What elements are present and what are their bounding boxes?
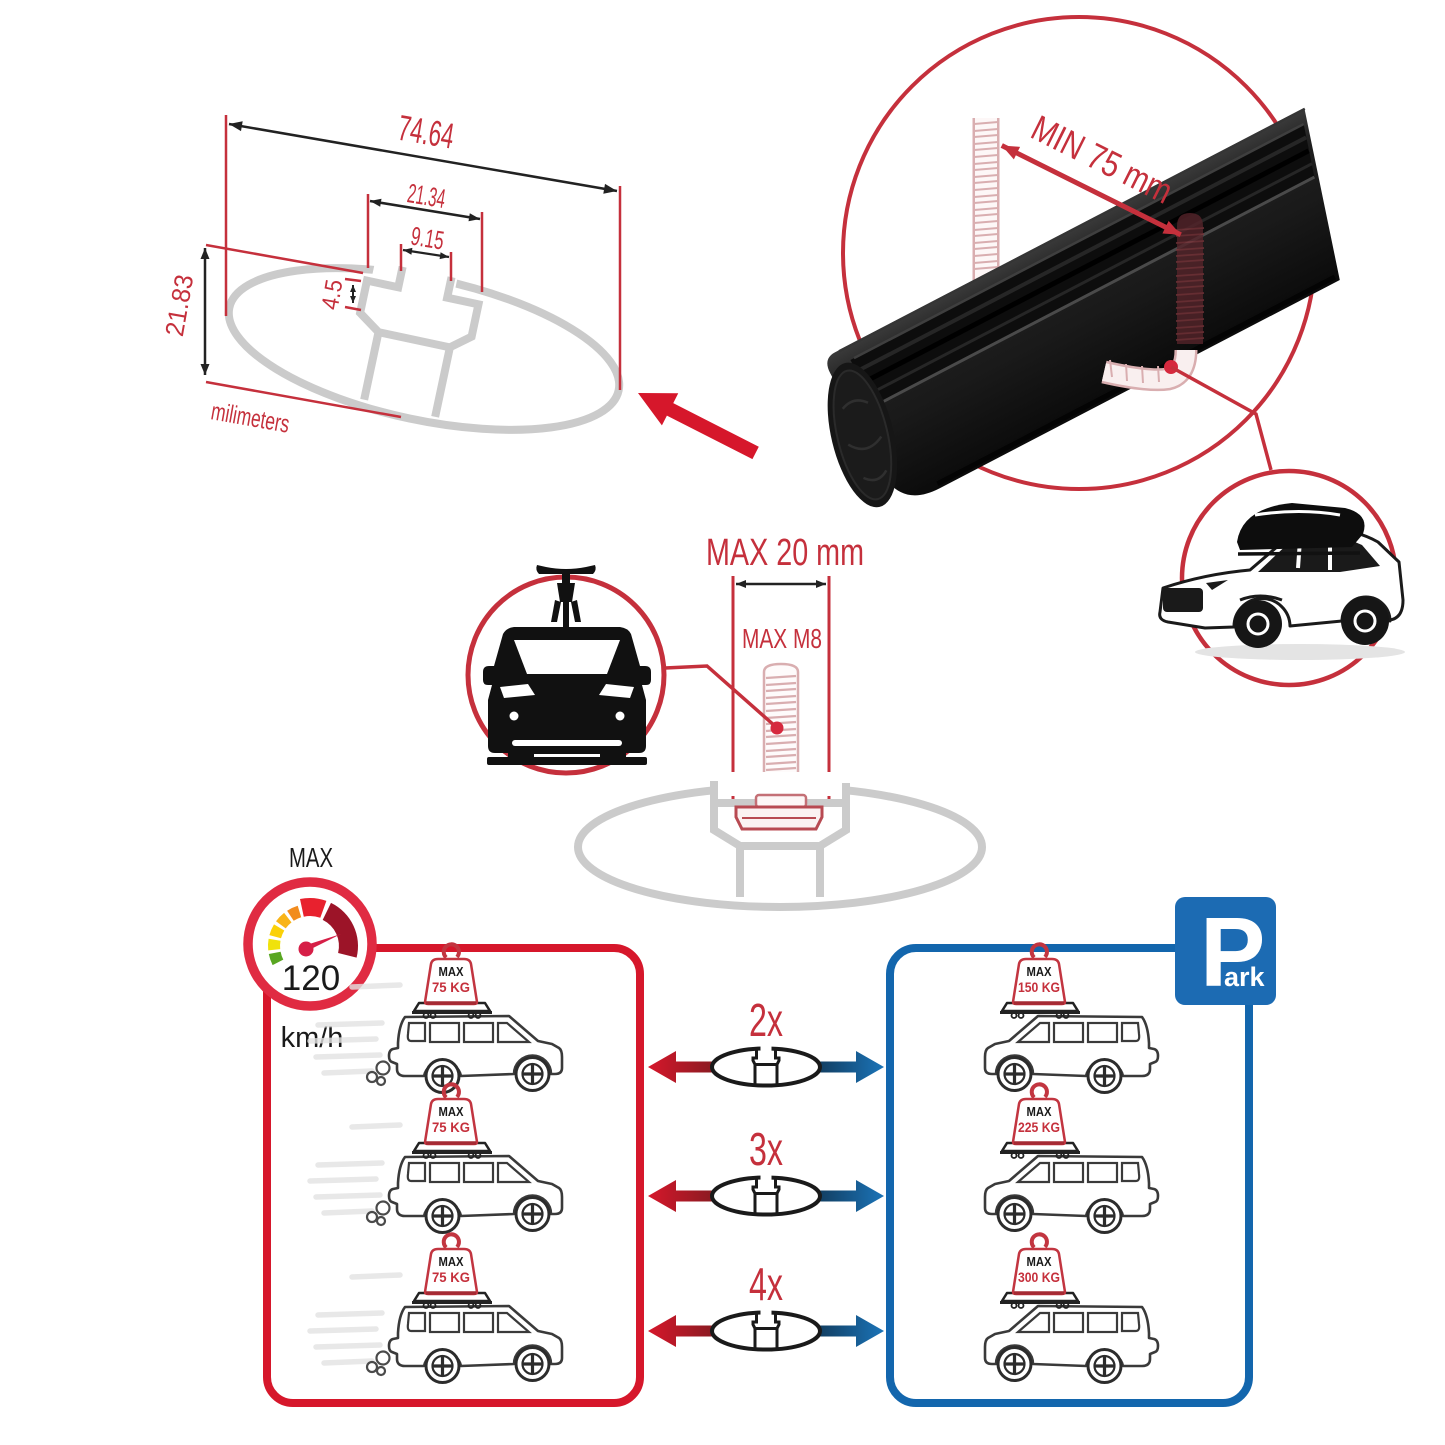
svg-text:75 KG: 75 KG xyxy=(432,979,470,995)
svg-text:4x: 4x xyxy=(749,1258,783,1310)
svg-text:MAX: MAX xyxy=(1027,1105,1053,1119)
svg-text:MAX: MAX xyxy=(1027,1255,1053,1269)
svg-text:MAX M8: MAX M8 xyxy=(742,623,822,654)
svg-text:MAX 20 mm: MAX 20 mm xyxy=(706,532,864,574)
svg-text:4.5: 4.5 xyxy=(317,278,349,312)
svg-text:21.34: 21.34 xyxy=(405,178,447,214)
svg-text:300 KG: 300 KG xyxy=(1018,1269,1060,1285)
svg-text:225 KG: 225 KG xyxy=(1018,1119,1060,1135)
svg-text:74.64: 74.64 xyxy=(395,107,457,157)
svg-text:9.15: 9.15 xyxy=(409,221,446,256)
svg-text:MAX: MAX xyxy=(289,842,333,873)
svg-text:75 KG: 75 KG xyxy=(432,1119,470,1135)
svg-text:MAX: MAX xyxy=(439,965,465,979)
svg-text:MAX: MAX xyxy=(439,1255,465,1269)
svg-text:P: P xyxy=(1200,897,1265,1007)
svg-text:ark: ark xyxy=(1224,962,1266,992)
svg-text:MAX: MAX xyxy=(1027,965,1053,979)
svg-text:75 KG: 75 KG xyxy=(432,1269,470,1285)
svg-text:150 KG: 150 KG xyxy=(1018,979,1060,995)
svg-text:MAX: MAX xyxy=(439,1105,465,1119)
svg-text:3x: 3x xyxy=(749,1123,783,1175)
svg-text:120: 120 xyxy=(282,959,340,998)
svg-text:2x: 2x xyxy=(749,994,783,1046)
